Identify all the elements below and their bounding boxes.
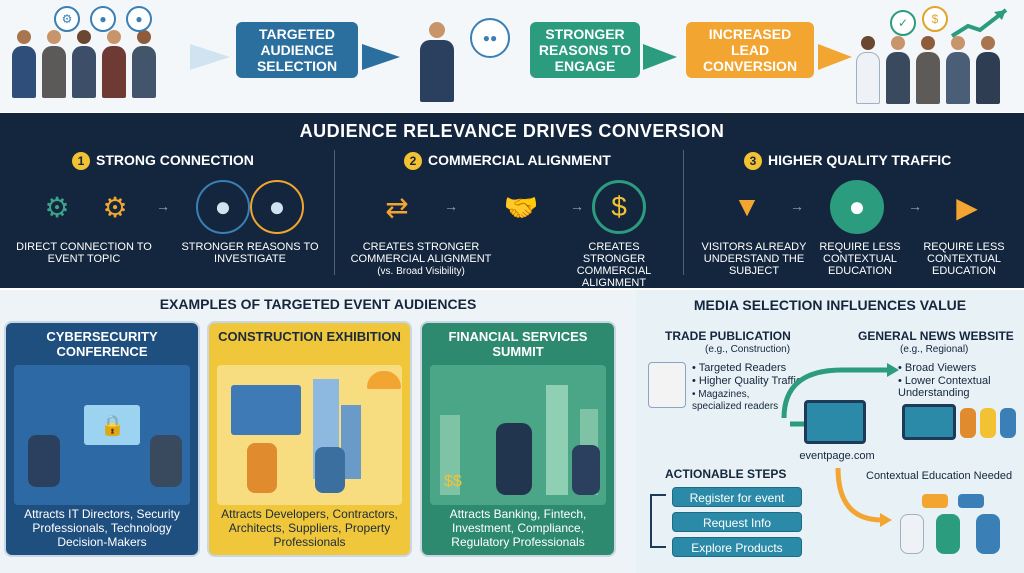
cybersecurity-scene: 🔒: [14, 365, 190, 505]
explore-products-button[interactable]: Explore Products: [672, 537, 802, 557]
arrows-icon: ⇄: [385, 191, 409, 223]
card-financial: FINANCIAL SERVICES SUMMIT $$ Attracts Ba…: [420, 321, 616, 557]
site-label: eventpage.com: [799, 450, 875, 462]
checkmark-icon: ✓: [890, 10, 916, 36]
card-cybersecurity: CYBERSECURITY CONFERENCE 🔒 Attracts IT D…: [4, 321, 200, 557]
gear-icon: ⚙: [44, 191, 70, 223]
hardhat-icon: [367, 371, 401, 389]
register-button[interactable]: Register for event: [672, 487, 802, 507]
moneybag-icon: $$: [444, 473, 462, 490]
actions-bracket: [650, 494, 666, 548]
band-title: AUDIENCE RELEVANCE DRIVES CONVERSION: [299, 121, 725, 141]
card-construction: CONSTRUCTION EXHIBITION Attracts Develop…: [207, 321, 412, 557]
person-icon: ●: [250, 180, 304, 234]
step-increased-conversion: INCREASED LEAD CONVERSION: [686, 22, 814, 78]
general-bullet-2: • Lower Contextual Understanding: [898, 375, 991, 399]
flow-arrows: [781, 363, 899, 527]
chevron-right-icon: →: [156, 198, 170, 214]
user-icon: ●: [90, 6, 116, 32]
target-icon: $: [592, 180, 646, 234]
people-icon: ●: [126, 6, 152, 32]
flow-arrow: [643, 44, 677, 70]
general-title: GENERAL NEWS WEBSITE: [858, 329, 1014, 343]
column-divider: [683, 150, 684, 275]
step-targeted-audience: TARGETED AUDIENCE SELECTION: [236, 22, 358, 78]
step-stronger-reasons: STRONGER REASONS TO ENGAGE: [530, 22, 640, 78]
trade-bullet-2: • Higher Quality Traffic: [692, 375, 802, 387]
trade-title: TRADE PUBLICATION: [665, 329, 791, 343]
dollar-icon: $: [922, 6, 948, 32]
top-flow-strip: [0, 0, 1024, 112]
funnel-icon: ▼: [733, 191, 761, 222]
team-illustration-left: [12, 30, 156, 98]
play-icon: ▶: [956, 191, 978, 223]
flow-arrow: [190, 44, 230, 70]
gear-user-icon: ⚙: [102, 191, 128, 223]
general-bullet-1: • Broad Viewers: [898, 362, 977, 374]
growth-chart-icon: [950, 8, 1008, 38]
general-sub: (e.g., Regional): [900, 344, 969, 355]
trade-bullet-1: • Targeted Readers: [692, 362, 787, 374]
magazine-icon: [648, 362, 686, 408]
contextual-label: Contextual Education Needed: [866, 470, 1013, 482]
caption-commercial-alignment-2: CREATES STRONGER COMMERCIAL ALIGNMENT: [576, 241, 652, 289]
caption-visitors-understand: VISITORS ALREADY UNDERSTAND THE SUBJECT: [701, 241, 807, 277]
examples-title: EXAMPLES OF TARGETED EVENT AUDIENCES: [159, 296, 477, 312]
caption-stronger-reasons: STRONGER REASONS TO INVESTIGATE: [181, 241, 319, 265]
people-icon: ●: [196, 180, 250, 234]
chevron-right-icon: →: [570, 198, 584, 214]
chevron-right-icon: →: [444, 198, 458, 214]
laptop-icon: [804, 400, 866, 444]
caption-direct-connection: DIRECT CONNECTION TO EVENT TOPIC: [16, 241, 152, 265]
chevron-right-icon: →: [908, 198, 922, 214]
team-illustration-right: [856, 36, 1000, 104]
caption-less-education-2: REQUIRE LESS CONTEXTUAL EDUCATION: [923, 241, 1005, 277]
flow-arrow: [818, 44, 852, 70]
presenter-illustration: [420, 22, 454, 102]
flow-arrow: [362, 44, 400, 70]
actions-title: ACTIONABLE STEPS: [665, 467, 787, 481]
caption-commercial-alignment: CREATES STRONGER COMMERCIAL ALIGNMENT(vs…: [350, 241, 492, 277]
media-title: MEDIA SELECTION INFLUENCES VALUE: [693, 297, 967, 313]
chevron-right-icon: →: [790, 198, 804, 214]
gear-icon: ⚙: [54, 6, 80, 32]
request-info-button[interactable]: Request Info: [672, 512, 802, 532]
graduate-icon: ●: [830, 180, 884, 234]
column-divider: [334, 150, 335, 275]
viewers-icon: [960, 408, 1020, 438]
construction-scene: [217, 365, 402, 505]
financial-scene: $$: [430, 365, 606, 505]
handshake-icon: 🤝: [503, 191, 539, 223]
caption-less-education: REQUIRE LESS CONTEXTUAL EDUCATION: [819, 241, 901, 277]
laptop-icon: [902, 404, 956, 440]
trade-bullet-3: • Magazines, specialized readers: [692, 389, 779, 412]
discussion-illustration: [892, 494, 1020, 556]
audience-group-icon: ●●: [470, 18, 510, 58]
lock-icon: 🔒: [100, 415, 125, 437]
trade-sub: (e.g., Construction): [705, 344, 791, 355]
